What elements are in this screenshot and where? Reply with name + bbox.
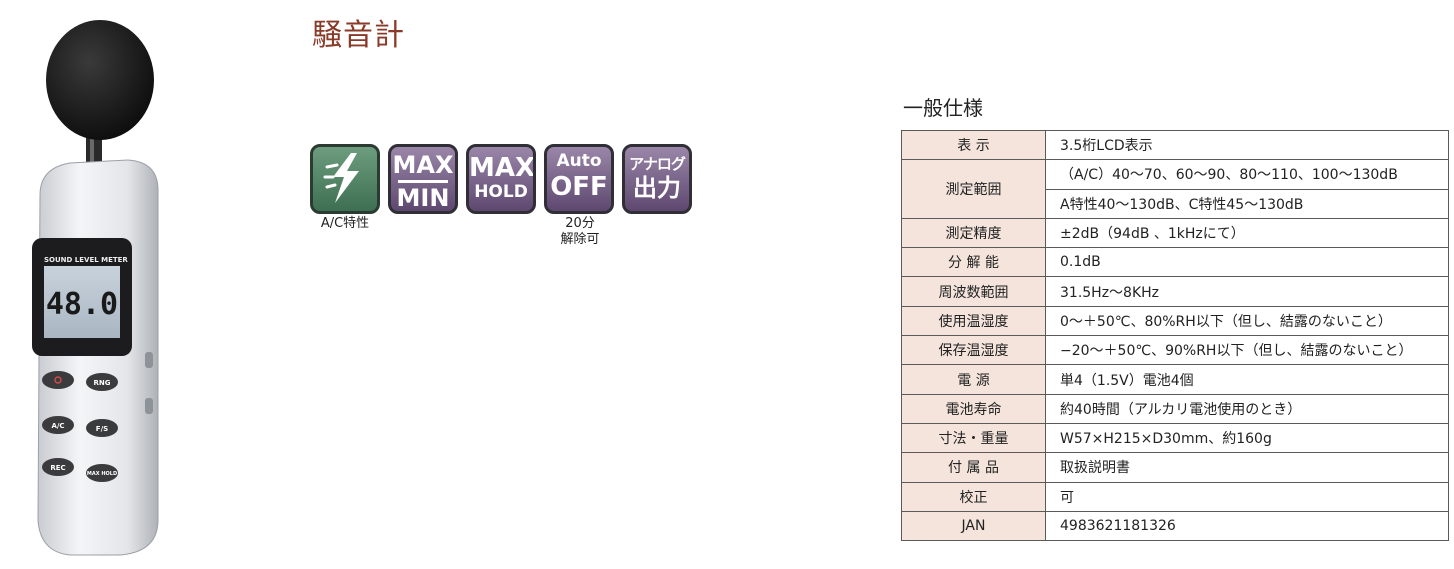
auto-off-line1: Auto [556,151,602,171]
lcd-reading: 48.0 [46,287,118,322]
spec-value: W57×H215×D30mm、約160g [1045,422,1449,454]
auto-off-caption-line1: 20分 [565,216,595,231]
lightning-icon [323,153,359,203]
analog-output-badge: アナログ 出力 [622,144,692,214]
spec-label: 表 示 [901,129,1046,161]
spec-value: （A/C）40〜70、60〜90、80〜110、100〜130dB [1045,159,1449,190]
spec-value: 約40時間（アルカリ電池使用のとき） [1045,393,1449,424]
spec-label: 使用温湿度 [901,305,1046,337]
table-row: JAN 4983621181326 [901,510,1449,542]
ac-button-label: A/C [51,422,64,430]
spec-label: 周波数範囲 [901,276,1046,307]
auto-off-caption: 20分 解除可 [544,216,616,248]
ac-characteristic-badge [310,144,380,214]
table-row: 周波数範囲 31.5Hz〜8KHz [901,276,1449,307]
sound-level-meter-image: SOUND LEVEL METER 48.0 RNG A/C F/S REC M… [32,20,159,556]
analog-output-line1: アナログ [629,155,686,173]
fs-button [86,419,118,437]
auto-off-badge: Auto OFF [544,144,614,214]
spec-label: 電 源 [901,364,1046,395]
lcd-header: SOUND LEVEL METER [44,256,128,264]
table-row: A特性40〜130dB、C特性45〜130dB [902,188,1449,219]
ac-button [42,416,74,434]
table-row: 寸法・重量 W57×H215×D30mm、約160g [901,422,1449,454]
ac-characteristic-caption: A/C特性 [320,216,370,231]
spec-label: 測定範囲 [901,159,1046,219]
spec-value: 可 [1045,481,1449,512]
table-row: 使用温湿度 0〜＋50℃、80%RH以下（但し、結露のないこと） [901,305,1449,337]
auto-off-line2: OFF [550,172,608,202]
spec-label: 電池寿命 [901,393,1046,424]
table-row: 測定範囲 （A/C）40〜70、60〜90、80〜110、100〜130dB [901,159,1449,219]
rng-button-label: RNG [94,379,111,387]
max-min-line1: MAX [392,151,454,179]
table-row: 保存温湿度 −20〜＋50℃、90%RH以下（但し、結露のないこと） [901,335,1449,366]
spec-table: 表 示 3.5桁LCD表示 測定範囲 （A/C）40〜70、60〜90、80〜1… [901,129,1449,542]
spec-value: 4983621181326 [1045,510,1449,542]
table-row: 分 解 能 0.1dB [901,247,1449,278]
rec-button-label: REC [50,464,65,472]
max-min-badge: MAX MIN [388,144,458,214]
power-button [42,371,74,389]
spec-label: JAN [901,510,1046,542]
table-row: 校正 可 [901,481,1449,512]
spec-label: 分 解 能 [901,247,1046,278]
spec-label: 付 属 品 [901,452,1046,483]
analog-output-line2: 出力 [633,174,681,202]
spec-value: −20〜＋50℃、90%RH以下（但し、結露のないこと） [1045,335,1449,366]
spec-value: 3.5桁LCD表示 [1045,129,1449,161]
spec-value: 0.1dB [1045,247,1449,278]
auto-off-caption-line2: 解除可 [560,232,600,247]
table-row: 表 示 3.5桁LCD表示 [901,129,1449,161]
table-row: 電池寿命 約40時間（アルカリ電池使用のとき） [901,393,1449,424]
spec-label: 保存温湿度 [901,335,1046,366]
max-min-line2: MIN [396,184,450,212]
table-row: 測定精度 ±2dB（94dB 、1kHzにて） [901,217,1449,249]
spec-value: 取扱説明書 [1045,452,1449,483]
rng-button [86,373,118,391]
table-row: 電 源 単4（1.5V）電池4個 [901,364,1449,395]
spec-value: A特性40〜130dB、C特性45〜130dB [1045,188,1449,219]
spec-value: 31.5Hz〜8KHz [1045,276,1449,307]
spec-value: 単4（1.5V）電池4個 [1045,364,1449,395]
spec-value: 0〜＋50℃、80%RH以下（但し、結露のないこと） [1045,305,1449,337]
spec-heading: 一般仕様 [903,96,983,120]
max-hold-badge: MAX HOLD [466,144,536,214]
max-hold-button-label: MAX HOLD [87,471,117,477]
max-hold-button [86,464,118,482]
max-hold-line1: MAX [469,153,536,183]
fs-button-label: F/S [96,425,108,433]
spec-label: 測定精度 [901,217,1046,249]
max-hold-line2: HOLD [474,182,528,202]
page-title: 騒音計 [312,18,405,53]
spec-label: 寸法・重量 [901,422,1046,454]
rec-button [42,458,74,476]
spec-value: ±2dB（94dB 、1kHzにて） [1045,217,1449,249]
spec-label: 校正 [901,481,1046,512]
table-row: 付 属 品 取扱説明書 [901,452,1449,483]
